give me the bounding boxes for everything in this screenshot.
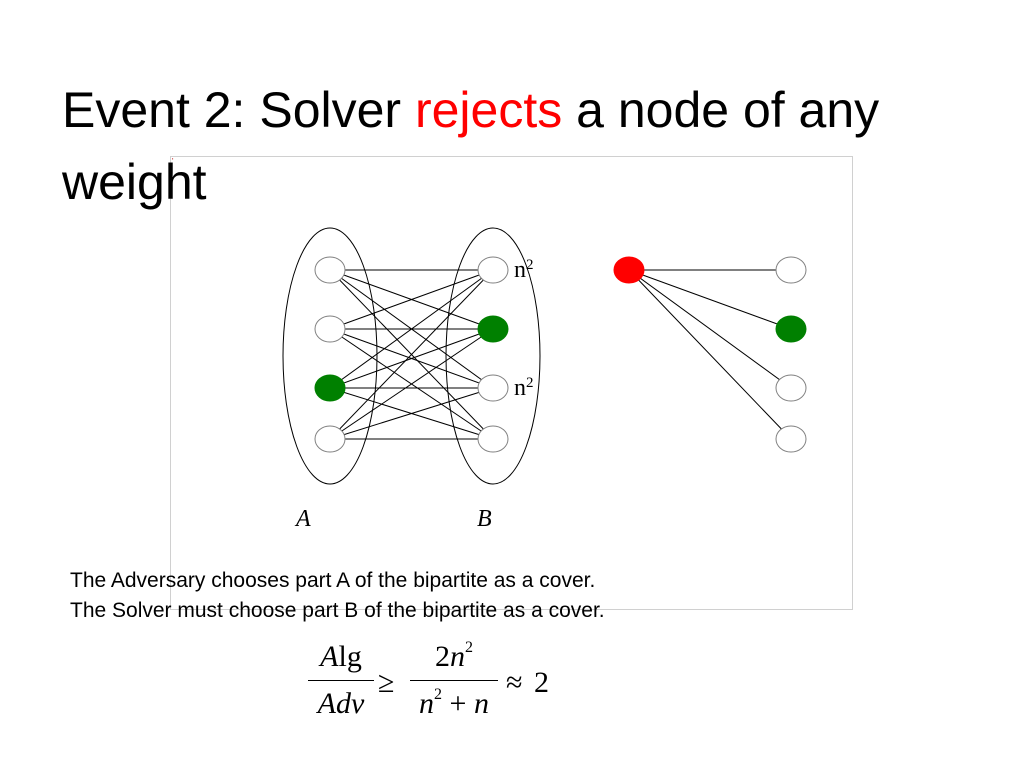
lhs-numerator: Alg [320, 640, 362, 673]
node-a-4 [314, 425, 346, 453]
approx-sign: ≈ [506, 666, 523, 699]
part-a-label: A [294, 506, 311, 532]
part-a-ellipse [282, 227, 378, 485]
rhs-numerator: 2n2 [435, 639, 473, 674]
weight-label-top: n2 [514, 257, 534, 283]
edge-rejected-r3 [628, 269, 792, 389]
rhs-fraction-bar [410, 680, 498, 681]
rhs-fraction: 2n2 n2 + n [410, 640, 498, 721]
title-text-1: Event 2: Solver [62, 82, 415, 138]
node-b-1 [477, 256, 509, 284]
edge-a4-b3 [329, 387, 494, 440]
diagram-frame [170, 156, 853, 610]
edge-a4-b1 [329, 269, 494, 440]
node-r-4 [775, 425, 807, 453]
node-a-1 [314, 256, 346, 284]
node-r-1 [775, 256, 807, 284]
edge-a3-b1 [329, 269, 494, 389]
edge-rejected-r2 [628, 269, 792, 330]
title-text-2: a node of any weight [62, 82, 880, 210]
edge-a2-b1 [329, 269, 494, 330]
part-b-label: B [477, 506, 492, 532]
slide-title: Event 2: Solver rejects a node of any we… [62, 74, 962, 218]
formula-result: 2 [534, 666, 549, 699]
part-b-ellipse [445, 227, 541, 485]
geq-sign: ≥ [378, 666, 395, 699]
caption-line-2: The Solver must choose part B of the bip… [70, 599, 605, 622]
edge-a3-b2 [329, 328, 494, 389]
lhs-fraction: Alg Adv [308, 640, 374, 721]
node-a-2 [314, 315, 346, 343]
edge-rejected-r4 [628, 269, 792, 440]
rhs-denominator: n2 + n [419, 686, 489, 721]
node-r-2 [775, 315, 807, 343]
caption: The Adversary chooses part A of the bipa… [70, 566, 605, 626]
weight-label-middle: n2 [514, 375, 534, 401]
node-b-3 [477, 374, 509, 402]
lhs-fraction-bar [308, 680, 374, 681]
caption-line-1: The Adversary chooses part A of the bipa… [70, 569, 596, 592]
node-b-2 [477, 315, 509, 343]
node-r-3 [775, 374, 807, 402]
lhs-denominator: Adv [317, 687, 365, 720]
frame-corner-mark: ▪ [172, 156, 174, 161]
edge-a4-b2 [329, 328, 494, 440]
node-a-3 [314, 374, 346, 402]
title-highlight: rejects [414, 82, 563, 138]
node-b-4 [477, 425, 509, 453]
rejected-node [613, 256, 645, 284]
